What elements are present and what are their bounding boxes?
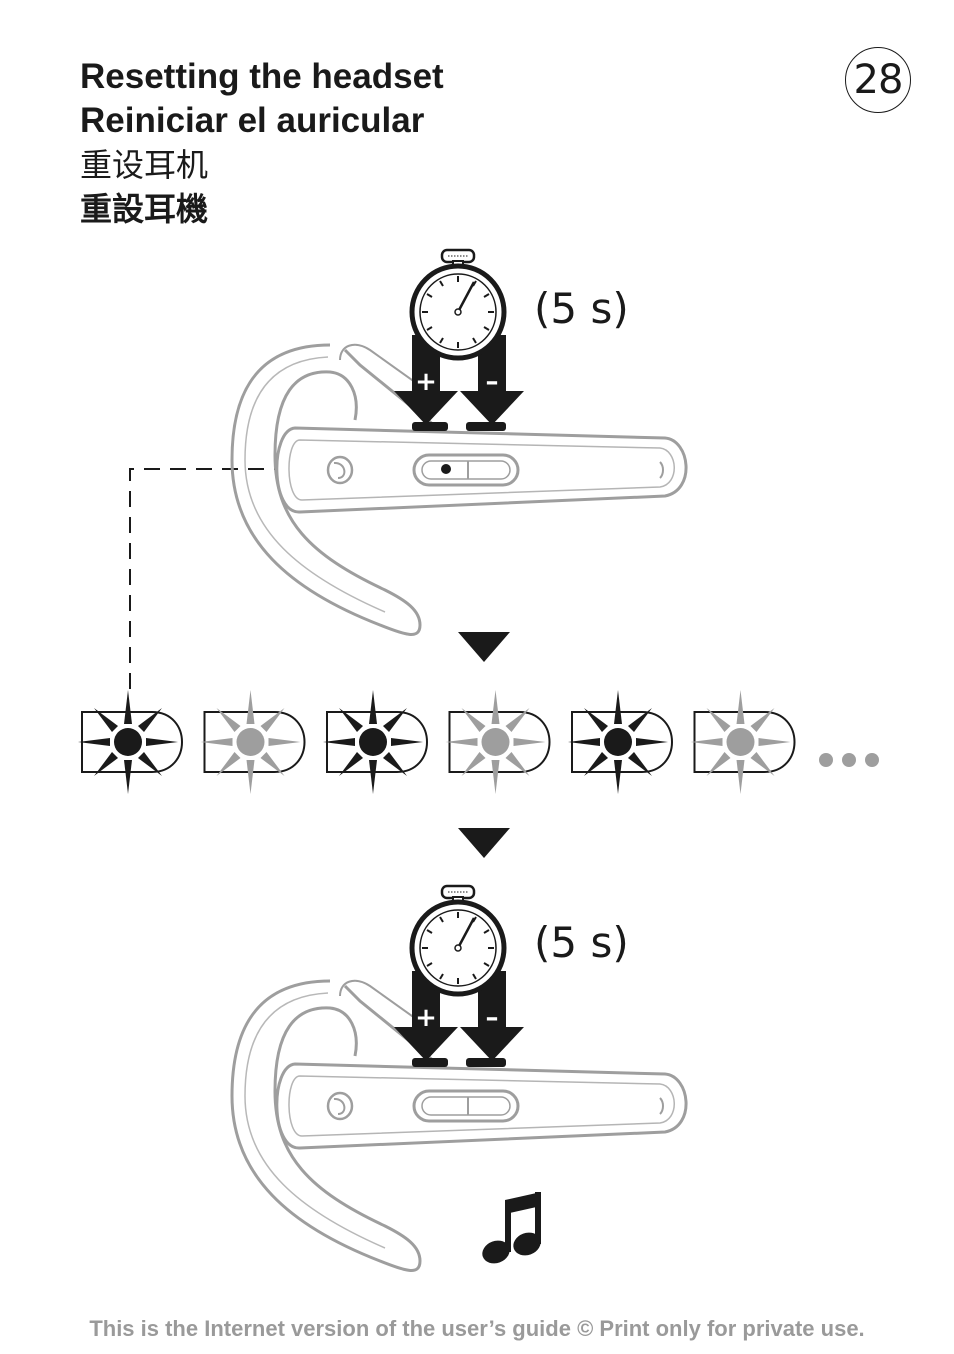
hold-duration-step2: (5 s) — [534, 918, 629, 967]
title-chinese-simplified: 重设耳机 — [80, 146, 209, 184]
hold-duration-step1: (5 s) — [534, 284, 629, 333]
stopwatch-icon — [412, 886, 504, 994]
title-spanish: Reiniciar el auricular — [80, 101, 425, 140]
stopwatch-icon — [412, 250, 504, 358]
indicator-flash-light — [690, 690, 796, 794]
headset-step1 — [230, 343, 688, 636]
indicator-flash-light — [445, 690, 551, 794]
plus-sign-step2: + — [415, 1003, 437, 1033]
indicator-flash-dark — [323, 690, 428, 794]
indicator-flash-light — [200, 690, 306, 794]
minus-sign-step1: – — [486, 367, 499, 397]
page-number: 28 — [845, 47, 911, 113]
minus-sign-step2: – — [486, 1003, 499, 1033]
continuation-dots-icon — [819, 753, 879, 767]
music-note-icon — [482, 1192, 541, 1264]
led-dot — [441, 464, 451, 474]
down-triangle-icon — [458, 632, 510, 662]
flash-sequence — [78, 690, 796, 794]
plus-sign-step1: + — [415, 367, 437, 397]
footer-notice: This is the Internet version of the user… — [89, 1316, 865, 1341]
title-english: Resetting the headset — [80, 57, 444, 96]
indicator-flash-dark — [568, 690, 673, 794]
headset-step2 — [230, 979, 688, 1272]
title-chinese-traditional: 重設耳機 — [80, 190, 209, 228]
down-triangle-icon — [458, 828, 510, 858]
title-block: Resetting the headset Reiniciar el auric… — [80, 55, 444, 231]
indicator-flash-dark — [78, 690, 183, 794]
